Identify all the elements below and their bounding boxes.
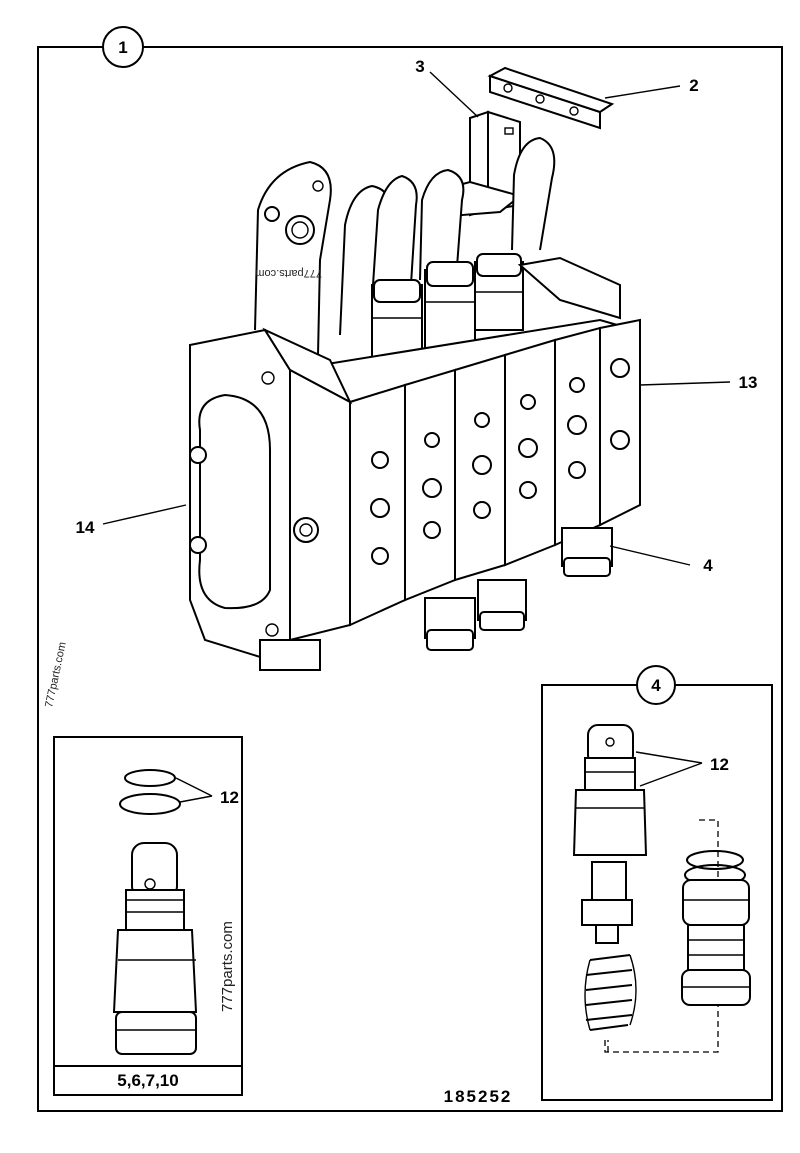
watermark-top-mirrored: 777parts.com: [255, 267, 322, 279]
leader-lines: [102, 71, 731, 566]
relief-valve-caps: [371, 253, 524, 364]
callout-14: 14: [76, 518, 95, 537]
control-valve-assembly: [189, 66, 641, 671]
callout-2: 2: [689, 76, 698, 95]
detail-box-relief-cartridge: 5,6,7,10 12: [53, 736, 243, 1096]
o-rings-left: [119, 769, 181, 815]
relief-valve-plugs-bottom: [424, 527, 613, 651]
callout-13: 13: [739, 373, 758, 392]
callout-12-left: 12: [220, 788, 239, 807]
figure-number: 185252: [444, 1087, 513, 1106]
relief-valve-exploded: [572, 724, 648, 1031]
assembly-number-badge: 1: [102, 26, 144, 68]
callout-4: 4: [703, 556, 713, 575]
detail-box-part-4: 4 12: [541, 665, 773, 1101]
detail-caption: 5,6,7,10: [117, 1071, 178, 1090]
detail-number-4: 4: [651, 676, 661, 695]
spool-levers: [254, 136, 556, 356]
watermark-left-detail: 777parts.com: [219, 921, 236, 1012]
callout-12-right: 12: [710, 755, 729, 774]
cartridge-valve-left: [112, 842, 198, 1055]
adaptor-exploded: [681, 850, 751, 1006]
assembly-number: 1: [118, 38, 127, 57]
mounting-plate-part-2: [487, 66, 615, 130]
watermark-left: 777parts.com: [43, 641, 69, 709]
valve-stack-body: [189, 256, 641, 671]
callout-3: 3: [415, 57, 424, 76]
outer-frame: [37, 46, 783, 1112]
